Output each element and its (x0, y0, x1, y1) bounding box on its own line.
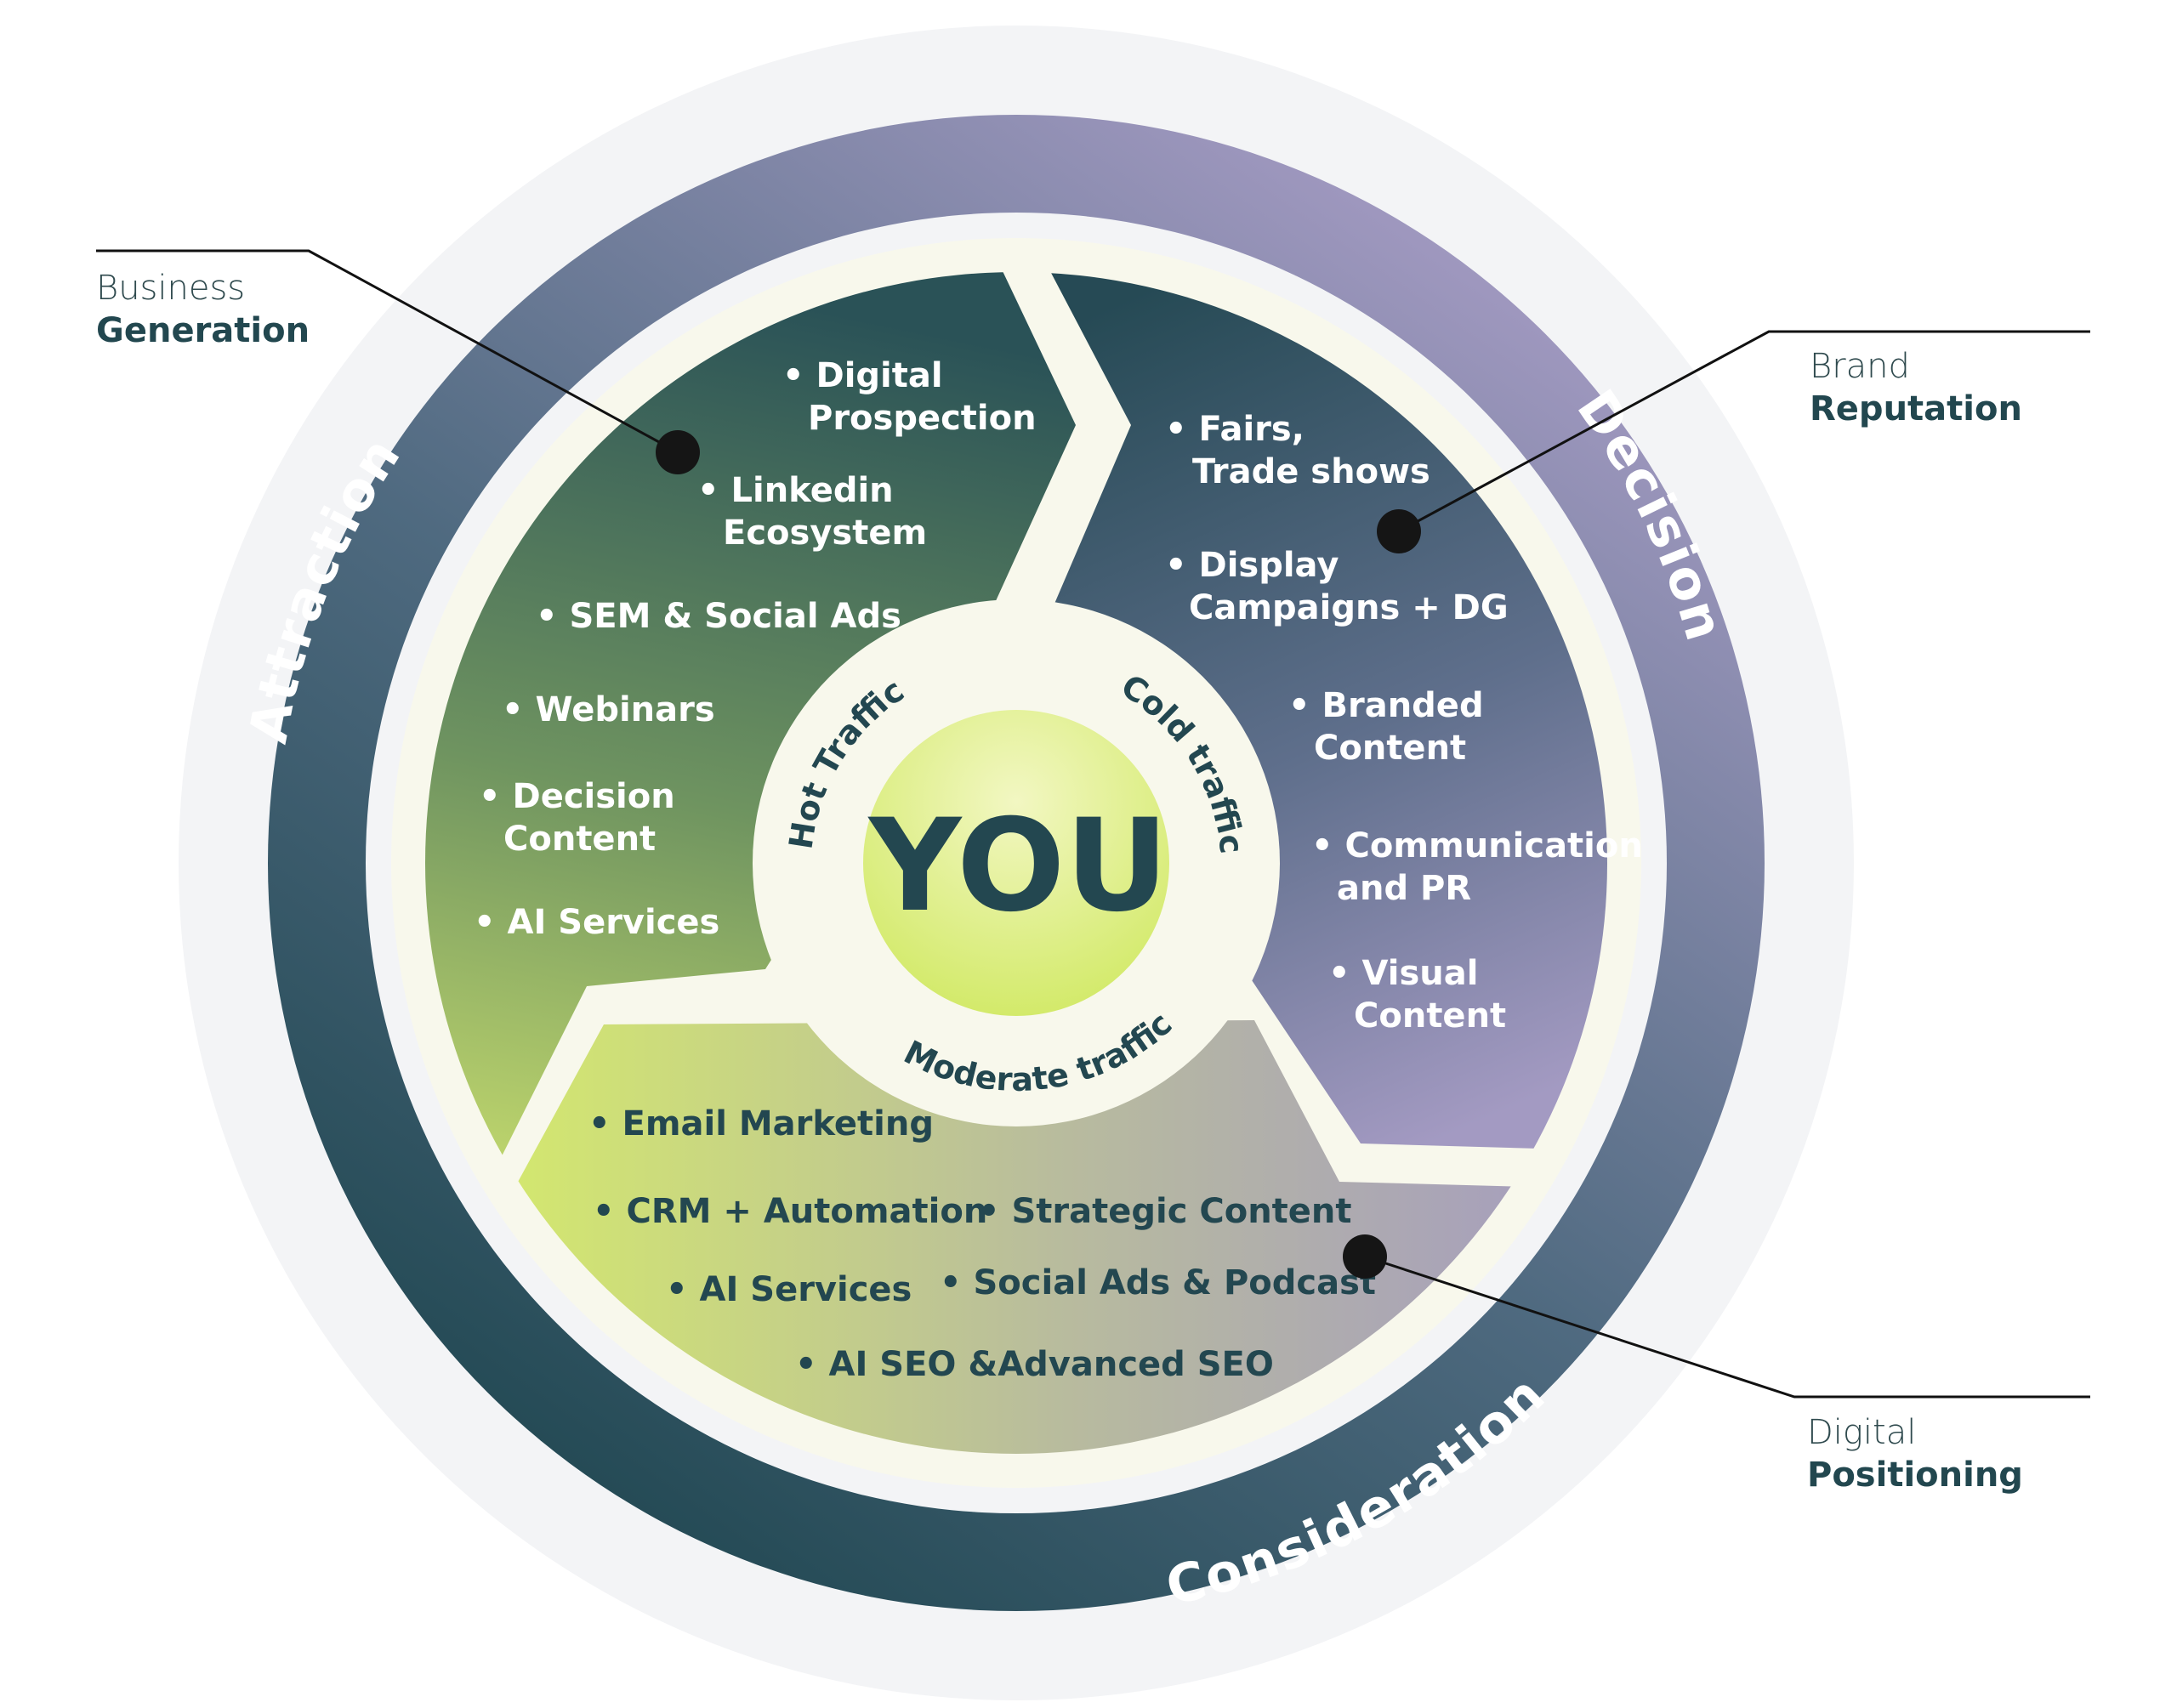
you-label: YOU (867, 792, 1169, 940)
consideration-item: • Strategic Content (978, 1192, 1352, 1231)
callout-dot-brand (1377, 509, 1421, 553)
consideration-item: • AI SEO &Advanced SEO (795, 1345, 1274, 1384)
attraction-item: • AI Services (474, 903, 719, 942)
attraction-item: • Digital Prospection (782, 356, 1037, 438)
callout-digital: Digital Positioning (1807, 1413, 2023, 1495)
callout-brand-line2: Reputation (1810, 389, 2022, 428)
decision-item: • Branded Content (1288, 686, 1496, 768)
attraction-item: • Webinars (502, 690, 715, 729)
attraction-item: • Decision Content (479, 777, 687, 859)
consideration-item: • Email Marketing (588, 1104, 934, 1143)
callout-business-line2: Generation (96, 311, 310, 350)
callout-brand-line1: Brand (1810, 347, 1910, 386)
callout-line-digital (1364, 1255, 2090, 1399)
callout-business: Business Generation (96, 269, 310, 350)
attraction-items: • Digital Prospection • Linkedin Ecosyst… (474, 356, 1037, 942)
callout-line-business (96, 249, 679, 454)
decision-items: • Fairs, Trade shows • Display Campaigns… (1165, 410, 1655, 1036)
consideration-items: • Email Marketing • CRM + Automation • S… (588, 1104, 1376, 1384)
callout-line-brand (1398, 330, 2090, 533)
callout-digital-line1: Digital (1807, 1413, 1916, 1452)
callout-dot-digital (1343, 1234, 1387, 1279)
decision-item: • Display Campaigns + DG (1165, 546, 1509, 627)
decision-item: • Visual Content (1328, 954, 1506, 1036)
callout-digital-line2: Positioning (1807, 1455, 2023, 1495)
decision-item: • Communication and PR (1311, 826, 1655, 908)
callout-brand: Brand Reputation (1810, 347, 2022, 428)
attraction-item: • SEM & Social Ads (536, 597, 901, 636)
you-circle (863, 710, 1169, 1016)
callout-business-line1: Business (96, 269, 245, 308)
callout-dot-business (656, 430, 700, 474)
attraction-item: • Linkedin Ecosystem (697, 471, 927, 553)
consideration-item: • CRM + Automation (593, 1192, 987, 1231)
consideration-item: • AI Services (666, 1270, 912, 1309)
consideration-item: • Social Ads & Podcast (940, 1263, 1376, 1302)
decision-item: • Fairs, Trade shows (1165, 410, 1430, 491)
